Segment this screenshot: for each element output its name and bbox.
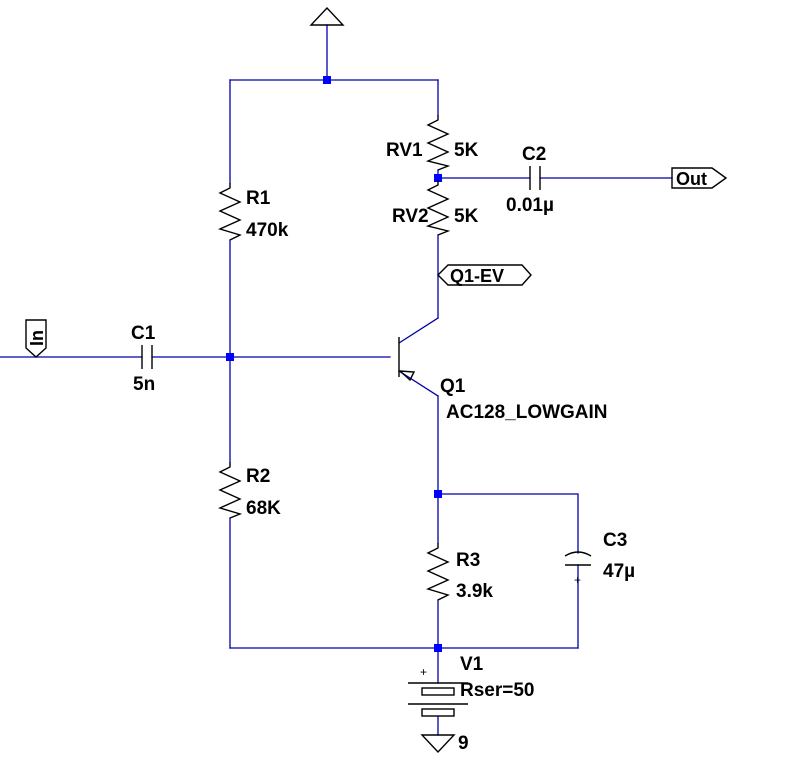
junction-bottom-rail <box>434 644 442 652</box>
rv2-ref-label: RV2 <box>392 206 429 227</box>
input-net-label: In <box>27 330 47 346</box>
v1-value-label: Rser=50 <box>460 680 534 701</box>
rv2-resistor-symbol <box>425 180 451 236</box>
rv2-value-label: 5K <box>454 206 479 227</box>
junction-rv-wiper <box>434 174 442 182</box>
c1-value-label: 5n <box>133 374 155 395</box>
r3-resistor-symbol <box>426 543 450 601</box>
vcc-symbol <box>309 6 345 26</box>
c2-capacitor-symbol <box>529 166 541 190</box>
q1-ref-label: Q1 <box>440 376 466 397</box>
r3-ref-label: R3 <box>456 550 480 571</box>
c3-polarized-capacitor-symbol: + <box>564 551 592 587</box>
junction-top-rail <box>323 76 331 84</box>
c2-value-label: 0.01µ <box>506 195 554 216</box>
junction-emitter-node <box>434 490 442 498</box>
q1-transistor-symbol <box>398 337 416 382</box>
rv1-value-label: 5K <box>454 140 479 161</box>
r2-ref-label: R2 <box>246 466 270 487</box>
rv1-ref-label: RV1 <box>386 140 423 161</box>
probe-net-flag: Q1-EV <box>437 264 532 286</box>
v1-ref-label: V1 <box>460 654 484 675</box>
c1-ref-label: C1 <box>131 323 156 344</box>
wire-collector <box>398 317 439 344</box>
r1-resistor-symbol <box>218 183 242 241</box>
q1-value-label: AC128_LOWGAIN <box>446 402 608 423</box>
r2-value-label: 68K <box>246 498 281 519</box>
wires <box>0 24 673 736</box>
junction-base-node <box>226 353 234 361</box>
r2-resistor-symbol <box>218 462 243 519</box>
ground-symbol <box>420 734 456 754</box>
wire-emitter-node-c3 <box>437 493 579 554</box>
r1-value-label: 470k <box>246 220 289 241</box>
v1-voltage-label: 9 <box>458 733 469 754</box>
r3-value-label: 3.9k <box>456 581 493 602</box>
probe-net-label: Q1-EV <box>450 266 504 286</box>
q1-emitter-arrow-icon <box>398 370 416 382</box>
c3-ref-label: C3 <box>603 530 627 551</box>
junctions <box>226 76 442 652</box>
v1-polarity-mark: + <box>420 665 427 679</box>
v1-battery-symbol: + <box>408 665 468 717</box>
c3-value-label: 47µ <box>603 561 635 582</box>
output-net-label: Out <box>676 169 707 189</box>
input-net-flag: In <box>25 319 47 358</box>
c1-capacitor-symbol <box>141 345 153 369</box>
rv1-resistor-symbol <box>425 115 451 171</box>
r1-ref-label: R1 <box>246 188 271 209</box>
c2-ref-label: C2 <box>522 144 546 165</box>
output-net-flag: Out <box>671 167 728 189</box>
c3-polarity-mark: + <box>574 573 581 587</box>
